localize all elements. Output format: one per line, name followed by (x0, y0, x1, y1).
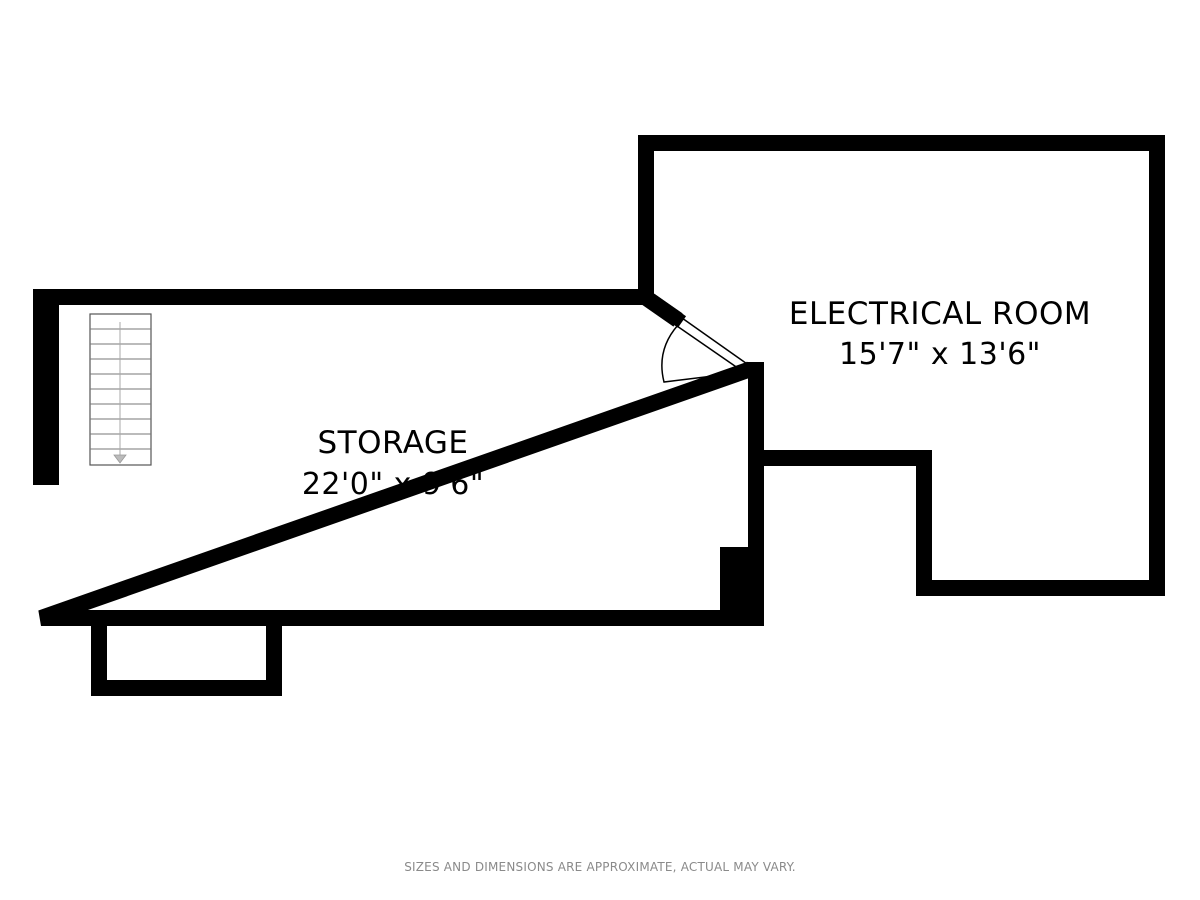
stair-arrow-down (113, 454, 127, 464)
stairs-down-icon (89, 313, 152, 466)
door-leaf-inner (676, 325, 746, 374)
storage-name: STORAGE (317, 425, 468, 461)
storage-alcove (91, 618, 282, 696)
door-leaf-outer (681, 317, 751, 367)
electrical-room-name: ELECTRICAL ROOM (789, 296, 1091, 332)
storage-column (720, 547, 764, 626)
storage-dimensions: 22'0" x 9'6" (302, 467, 484, 502)
door-wall-stub-top (646, 294, 687, 328)
electrical-room (638, 135, 1165, 596)
door-wall-stub-bottom (741, 361, 761, 381)
disclaimer-text: SIZES AND DIMENSIONS ARE APPROXIMATE, AC… (404, 860, 796, 874)
door-swing-icon (661, 324, 747, 383)
storage-left-wall-thick (33, 289, 59, 485)
electrical-walls (638, 135, 1165, 596)
door (646, 294, 761, 383)
electrical-room-dimensions: 15'7" x 13'6" (839, 337, 1041, 372)
